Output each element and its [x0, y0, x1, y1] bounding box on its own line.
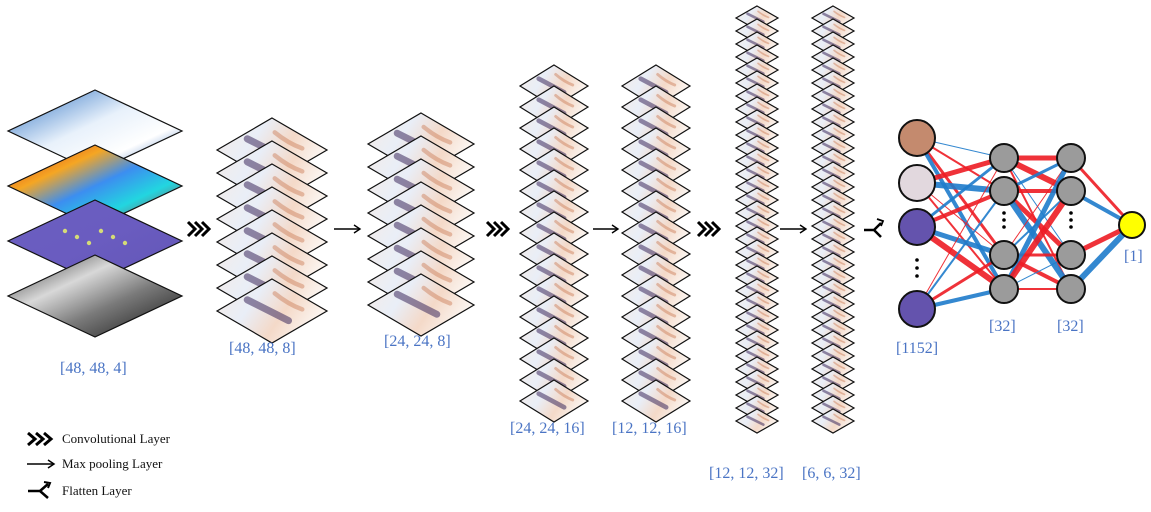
- hidden2-neuron: [1056, 274, 1086, 304]
- dim-label-output: [1]: [1124, 248, 1143, 265]
- feature-map: [734, 213, 780, 239]
- layer-stack-conv2: [518, 64, 590, 423]
- dim-label-pool2: [12, 12, 16]: [612, 420, 687, 437]
- hidden1-neuron: [989, 240, 1019, 270]
- feature-map: [734, 18, 780, 44]
- feature-map: [734, 96, 780, 122]
- feature-map: [734, 330, 780, 356]
- input-neuron: [898, 119, 936, 157]
- flatten-icon: [864, 218, 885, 238]
- feature-map: [810, 148, 856, 174]
- feature-map: [734, 57, 780, 83]
- connection-edge: [916, 182, 1005, 290]
- connection-edge: [915, 137, 1006, 256]
- feature-map: [734, 161, 780, 187]
- feature-map: [734, 343, 780, 369]
- dim-label-pool1: [24, 24, 8]: [384, 333, 451, 350]
- ellipsis-hidden1: [1002, 211, 1006, 229]
- feature-map: [810, 70, 856, 96]
- dim-label-conv2: [24, 24, 16]: [510, 420, 585, 437]
- feature-map: [810, 278, 856, 304]
- feature-map: [810, 317, 856, 343]
- hidden1-neuron: [989, 274, 1019, 304]
- connection-edge: [916, 157, 1005, 310]
- pool-arrow-icon: [334, 224, 362, 234]
- output-neuron: [1118, 211, 1146, 239]
- connection-edge: [1001, 156, 1074, 291]
- input-neuron: [898, 290, 936, 328]
- layer-stack-pool2: [620, 64, 692, 423]
- feature-map: [734, 148, 780, 174]
- hidden1-neuron: [989, 176, 1019, 206]
- legend-flatten-label: Flatten Layer: [62, 483, 132, 498]
- layer-stack-pool3: [810, 5, 856, 434]
- dim-label-input: [48, 48, 4]: [60, 360, 127, 377]
- layer-stack-pool1: [366, 112, 476, 337]
- ellipsis-input: [915, 258, 919, 278]
- flatten-icon: [28, 481, 52, 499]
- hidden2-neuron: [1056, 240, 1086, 270]
- feature-map: [810, 174, 856, 200]
- hidden2-neuron: [1056, 143, 1086, 173]
- conv-icon: [186, 220, 212, 238]
- connection-edge: [916, 190, 1005, 310]
- pool-arrow-icon: [27, 459, 56, 469]
- feature-map: [810, 18, 856, 44]
- dim-label-hidden1: [32]: [989, 318, 1016, 335]
- feature-map: [734, 226, 780, 252]
- ellipsis-hidden2: [1069, 211, 1073, 229]
- feature-map: [810, 96, 856, 122]
- feature-map: [810, 122, 856, 148]
- feature-map: [810, 109, 856, 135]
- feature-map: [810, 31, 856, 57]
- dim-label-hidden2: [32]: [1057, 318, 1084, 335]
- feature-map: [366, 273, 476, 337]
- dim-label-pool3: [6, 6, 32]: [802, 465, 861, 482]
- conv-icon: [27, 431, 54, 447]
- pool-arrow-icon: [593, 224, 620, 234]
- layer-stack-conv1: [215, 117, 329, 344]
- feature-map: [810, 265, 856, 291]
- input-neuron: [898, 208, 936, 246]
- legend-conv-label: Convolutional Layer: [62, 431, 170, 446]
- feature-map: [734, 239, 780, 265]
- dim-label-dense-input: [1152]: [896, 340, 939, 357]
- feature-map: [620, 379, 692, 423]
- legend-conv: Convolutional Layer: [26, 431, 170, 447]
- connection-edge: [1003, 157, 1072, 256]
- feature-map: [810, 213, 856, 239]
- conv-icon: [696, 220, 722, 238]
- dim-label-conv3: [12, 12, 32]: [709, 465, 784, 482]
- pool-arrow-icon: [780, 224, 808, 234]
- feature-map: [215, 278, 329, 344]
- conv-icon: [485, 220, 511, 238]
- legend-flatten: Flatten Layer: [26, 481, 132, 501]
- input-neuron: [898, 164, 936, 202]
- feature-map: [810, 226, 856, 252]
- layer-stack-conv3: [734, 5, 780, 434]
- feature-map: [6, 199, 184, 283]
- dim-label-conv1: [48, 48, 8]: [229, 340, 296, 357]
- layer-stack-input: [6, 89, 184, 338]
- feature-map: [734, 291, 780, 317]
- feature-map: [734, 408, 780, 434]
- feature-map: [734, 83, 780, 109]
- hidden2-neuron: [1056, 176, 1086, 206]
- connection-edge: [1069, 156, 1134, 227]
- feature-map: [810, 408, 856, 434]
- connection-edge: [1001, 189, 1074, 291]
- legend-pool-label: Max pooling Layer: [62, 456, 163, 471]
- feature-map: [518, 379, 590, 423]
- legend-pool: Max pooling Layer: [26, 456, 162, 472]
- feature-map: [734, 200, 780, 226]
- feature-map: [6, 254, 184, 338]
- feature-map: [734, 356, 780, 382]
- feature-map: [810, 369, 856, 395]
- hidden1-neuron: [989, 143, 1019, 173]
- feature-map: [810, 382, 856, 408]
- feature-map: [810, 200, 856, 226]
- feature-map: [734, 369, 780, 395]
- feature-map: [810, 395, 856, 421]
